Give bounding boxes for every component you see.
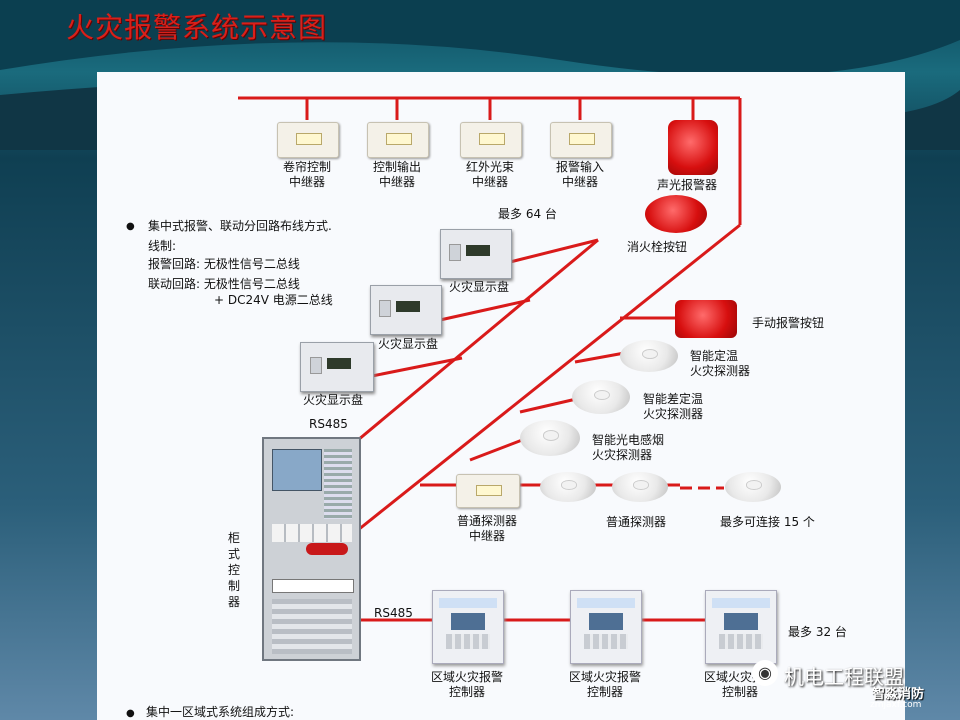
max-32-label: 最多 32 台 [788,625,847,639]
bullet-icon: ● [126,708,135,719]
notes-line-5: + DC24V 电源二总线 [214,293,333,307]
diff-detector-image [572,380,630,414]
fire-display-panel [440,229,512,279]
alarm-loop-diagonal [357,223,741,532]
page-title: 火灾报警系统示意图 [66,11,328,44]
watermark-logo-text: 智淼消防 [872,687,925,702]
relay-label: 卷帘控制中继器 [282,160,331,189]
notes-line-3: 报警回路: 无极性信号二总线 [148,257,300,271]
smoke-detector-image [520,420,580,456]
notes-line-1: 集中式报警、联动分回路布线方式. [148,219,332,233]
normal-detector-image [540,472,596,502]
hydrant-button-image [645,195,707,233]
regional-controller-image [705,590,777,664]
sound-light-alarm-image [668,120,718,175]
max-64-label: 最多 64 台 [498,207,557,221]
regional-controller-image [432,590,504,664]
shutter-relay [277,122,339,158]
relay-label: 报警输入中继器 [555,160,604,189]
normal-detector-image [612,472,668,502]
notes-line-2: 线制: [148,239,177,253]
notes-line-4: 联动回路: 无极性信号二总线 [148,277,300,291]
sound-light-alarm-label: 声光报警器 [657,178,718,192]
rs485-label-top: RS485 [309,417,348,431]
diff-detector-label: 智能差定温火灾探测器 [643,392,704,421]
display-bus [357,238,599,442]
input-relay [550,122,612,158]
normal-detector-relay [456,474,520,508]
bottom-note: 集中一区域式系统组成方式: [146,705,295,719]
watermark-url: zmjaxf.com [870,700,922,710]
normal-relay-label: 普通探测器中继器 [456,514,517,543]
fire-display-panel [370,285,442,335]
regional-controller-image [570,590,642,664]
regional-controller-label: 区域火灾报警控制器 [430,670,503,699]
relay-label: 红外光束中继器 [465,160,514,189]
fire-display-panel [300,342,374,392]
normal-detector-label: 普通探测器 [606,515,667,529]
cabinet-controller-image [262,437,361,661]
relay-label: 控制输出中继器 [372,160,421,189]
fire-display-label: 火灾显示盘 [378,337,439,351]
temp-detector-label: 智能定温火灾探测器 [690,349,751,378]
regional-controller-label: 区域火灾报警控制器 [568,670,641,699]
cabinet-label: 柜式控制器 [228,531,241,609]
smoke-detector-label: 智能光电感烟火灾探测器 [592,433,665,462]
temp-detector-image [620,340,678,372]
bullet-icon: ● [126,221,135,232]
wechat-icon: ◉ [752,660,778,686]
manual-button-label: 手动报警按钮 [752,316,825,330]
beam-relay [460,122,522,158]
normal-detector-image [725,472,781,502]
watermark-text: 机电工程联盟 [784,665,904,689]
max-15-label: 最多可连接 15 个 [720,515,815,529]
fire-display-label: 火灾显示盘 [303,393,364,407]
hydrant-button-label: 消火栓按钮 [627,240,688,254]
output-relay [367,122,429,158]
manual-button-image [675,300,737,338]
rs485-label-bottom: RS485 [374,606,413,620]
fire-display-label: 火灾显示盘 [449,280,510,294]
